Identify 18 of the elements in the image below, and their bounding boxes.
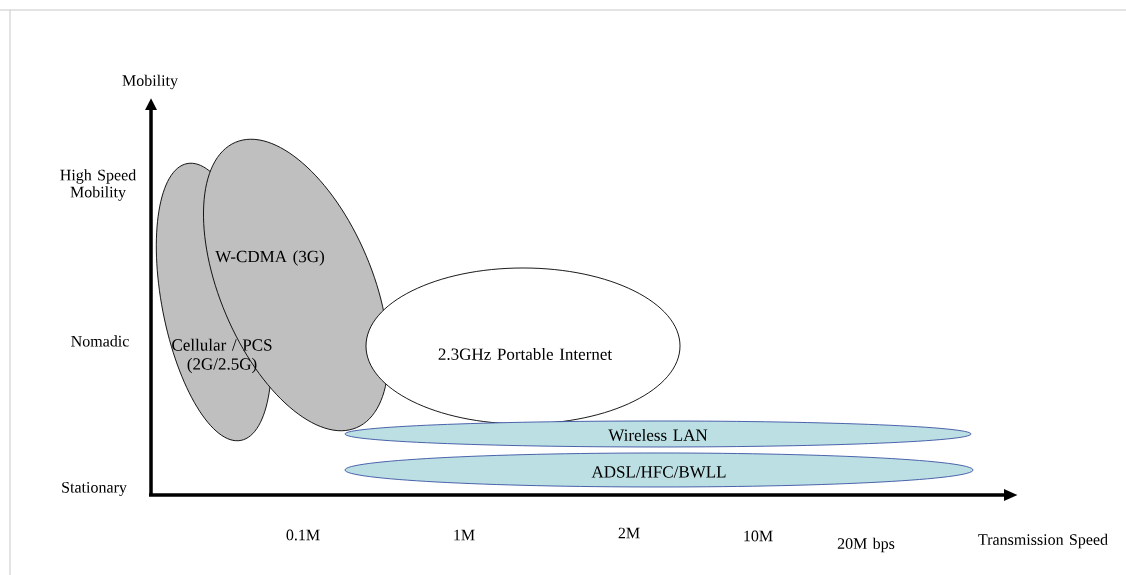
ellipse-label: W-CDMA (3G): [215, 250, 324, 266]
axis-label: 0.1M: [286, 529, 320, 541]
axis-label: Nomadic: [71, 335, 129, 347]
axis-label: 2M: [618, 527, 640, 539]
ellipse: [365, 267, 681, 425]
ellipse-label: Cellular / PCS (2G/2.5G): [172, 338, 272, 374]
ellipse: [344, 452, 974, 488]
ellipse-label: Wireless LAN: [608, 428, 708, 441]
axis-label: Mobility: [122, 74, 178, 90]
ellipse-label: 2.3GHz Portable Internet: [438, 347, 612, 360]
axis-label: High Speed Mobility: [60, 169, 137, 201]
ellipse: [344, 420, 972, 448]
axis-label: 1M: [454, 529, 475, 541]
axis-label: 20M bps: [837, 537, 895, 553]
axis-label: 10M: [744, 530, 773, 542]
axis-label: Stationary: [62, 481, 127, 496]
ellipse-label: ADSL/HFC/BWLL: [591, 466, 726, 478]
axis-label: Transmission Speed: [978, 533, 1108, 549]
